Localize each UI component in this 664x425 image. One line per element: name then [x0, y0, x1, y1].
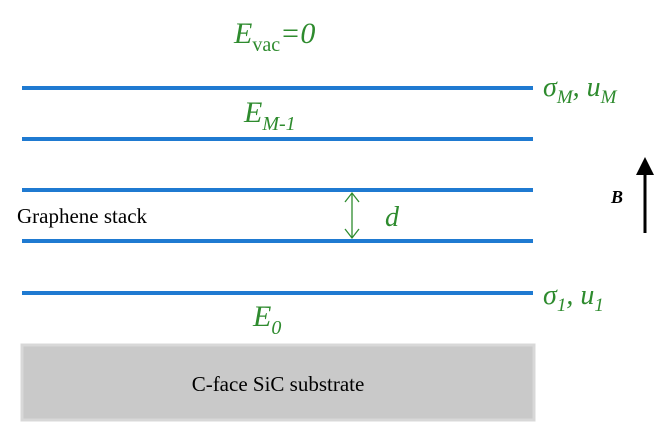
- bottom-layer-parameters-label: σ1, u1: [543, 280, 604, 316]
- bottom-interlayer-energy-label: E0: [252, 300, 281, 339]
- top-interlayer-energy-label: EM-1: [243, 96, 296, 135]
- substrate-block: [20, 343, 536, 422]
- vacuum-energy-label: Evac=0: [233, 17, 315, 56]
- magnetic-field-arrow: [636, 157, 654, 233]
- top-layer-parameters-label: σM, uM: [543, 72, 618, 108]
- magnetic-field-label: B: [610, 187, 623, 207]
- substrate-label: C-face SiC substrate: [192, 372, 365, 396]
- graphene-layers: [22, 86, 533, 295]
- graphene-stack-label: Graphene stack: [17, 204, 148, 228]
- spacing-label: d: [385, 202, 400, 233]
- interlayer-spacing-arrow: [344, 191, 360, 240]
